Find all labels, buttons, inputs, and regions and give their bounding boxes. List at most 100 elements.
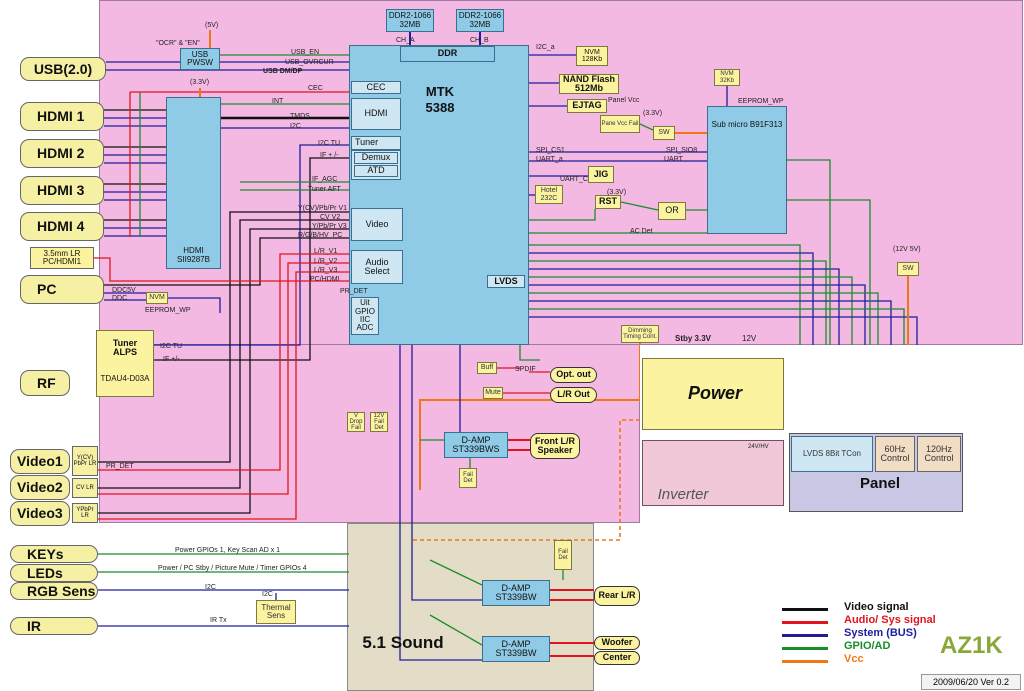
label-power-gpio: Power GPIOs 1, Key Scan AD x 1 bbox=[175, 547, 281, 554]
mute-chip: Mute bbox=[483, 387, 503, 399]
wire-i2c-tu bbox=[154, 144, 349, 346]
label-usb-ovrcur: USB_OVRCUR bbox=[285, 59, 334, 66]
label-eeprom-wp: EEPROM_WP bbox=[145, 307, 191, 314]
legend-vcc-swatch bbox=[782, 660, 828, 663]
label-ocr-en: "OCR" & "EN" bbox=[156, 40, 200, 47]
hotel-232c-chip: Hotel 232C bbox=[535, 185, 563, 204]
legend-system-swatch bbox=[782, 634, 828, 637]
legend-gpio-swatch bbox=[782, 647, 828, 650]
wire-lr-v2 bbox=[98, 262, 349, 495]
label-uart-a: UART_a bbox=[536, 156, 563, 163]
rgb-sensor-input: RGB Sens bbox=[10, 582, 98, 600]
fail-det-front-block: Fail Det bbox=[459, 468, 477, 488]
power-title: Power bbox=[687, 382, 743, 403]
inverter-title: Inverter bbox=[657, 486, 709, 504]
label-33v-hdmi: (3.3V) bbox=[190, 79, 210, 86]
legend-video-swatch bbox=[782, 608, 828, 611]
wire-pc-hdmi bbox=[94, 257, 349, 282]
legend-audio-label: Audio/ Sys signal bbox=[844, 614, 936, 626]
label-12v-5v: (12V 5V) bbox=[893, 246, 921, 253]
label-pr-det: PR_DET bbox=[340, 288, 368, 295]
wire-woofer-bus bbox=[399, 345, 482, 661]
label-5v: (5V) bbox=[205, 22, 219, 29]
dimming-timing-block: Dimming Timing Cont. bbox=[621, 325, 659, 343]
nvm-pc-chip: NVM bbox=[146, 292, 168, 304]
label-if-plus: IF +/- bbox=[163, 356, 180, 363]
label-33v-sw: (3.3V) bbox=[643, 110, 663, 117]
woofer-out: Woofer bbox=[594, 636, 640, 650]
nvm-128kb-chip: NVM 128Kb bbox=[576, 46, 608, 66]
panel-title: Panel bbox=[859, 475, 901, 493]
pc-input: PC bbox=[20, 275, 104, 304]
fail-det-sound-block: Fail Det bbox=[554, 540, 572, 570]
sub-micro-chip: Sub micro B91F313 bbox=[707, 106, 787, 234]
hdmi3-input: HDMI 3 bbox=[20, 176, 104, 205]
ddr-a-chip: DDR2-1066 32MB bbox=[386, 9, 434, 32]
soc-atd-block: ATD bbox=[354, 165, 398, 177]
label-pr-det-video: PR_DET bbox=[106, 463, 134, 470]
video1-input: Video1 bbox=[10, 449, 70, 474]
soc-video-block: Video bbox=[351, 208, 403, 241]
soc-model: 5388 bbox=[425, 100, 455, 116]
legend-gpio-label: GPIO/AD bbox=[844, 640, 891, 652]
front-amp-chip: D-AMP ST339BWS bbox=[444, 432, 508, 458]
label-uart-c: UART_C bbox=[560, 176, 588, 183]
label-lr-v1: L/R_V1 bbox=[314, 248, 338, 255]
audio-35mm-input: 3.5mm LR PC/HDMI1 bbox=[30, 247, 94, 269]
vdrop-fail-block: V Drop Fail bbox=[347, 412, 365, 432]
version-stamp: 2009/06/20 Ver 0.2 bbox=[921, 674, 1021, 690]
label-if: IF + /- bbox=[320, 152, 339, 159]
legend-system-label: System (BUS) bbox=[844, 627, 917, 639]
label-ch-a: CH_A bbox=[396, 37, 415, 44]
sw-switch-12v: SW bbox=[897, 262, 919, 276]
optical-out: Opt. out bbox=[550, 367, 597, 383]
buffer-chip: Buff bbox=[477, 362, 497, 374]
label-panel-vcc: Panel Vcc bbox=[608, 97, 640, 104]
wire-rear-gpio bbox=[429, 559, 483, 586]
label-spi-sio8: SPI_SIO8 bbox=[666, 147, 698, 154]
label-spdif: SPDIF bbox=[515, 366, 536, 373]
video3-input: Video3 bbox=[10, 501, 70, 526]
legend-video-label: Video signal bbox=[844, 601, 909, 613]
woofer-amp-chip: D-AMP ST339BW bbox=[482, 636, 550, 662]
wire-power-audio bbox=[419, 330, 641, 490]
nvm-32kb-chip: NVM 32Kb bbox=[714, 69, 740, 86]
thermal-sensor-chip: Thermal Sens bbox=[256, 600, 296, 624]
wire-video1 bbox=[98, 211, 349, 463]
label-uart: UART bbox=[664, 156, 683, 163]
soc-demux-block: Demux bbox=[354, 152, 398, 164]
wire-sub-panel bbox=[787, 159, 831, 433]
tcon-block: LVDS 8Bit TCon bbox=[791, 436, 873, 472]
label-ac-det: AC Det bbox=[630, 228, 653, 235]
ejtag-port: EJTAG bbox=[567, 99, 607, 113]
wire-video3 bbox=[98, 228, 349, 514]
video1-sub: Y(CV) PbPr LR bbox=[72, 446, 98, 476]
rf-input: RF bbox=[20, 370, 70, 396]
legend-audio-swatch bbox=[782, 621, 828, 624]
hdmi-switch-chip: HDMI SII9287B bbox=[166, 97, 221, 269]
center-out: Center bbox=[594, 651, 640, 665]
ddr-b-chip: DDR2-1066 32MB bbox=[456, 9, 504, 32]
tuner-name: Tuner ALPS bbox=[112, 337, 138, 357]
label-int: INT bbox=[272, 98, 284, 105]
wire-rear-bus bbox=[411, 345, 482, 601]
12v-fail-det-block: 12V Fail Det bbox=[370, 412, 388, 432]
label-ycv: Y(CV)/Pb/Pr V1 bbox=[298, 205, 348, 212]
label-rgb-pc: R/G/B/HV_PC bbox=[298, 232, 343, 239]
main-board-region bbox=[99, 0, 1023, 345]
tuner-model: TDAU4-D03A bbox=[100, 373, 150, 383]
12v-label: 12V bbox=[742, 334, 757, 343]
wire-panel-vcc-fail bbox=[639, 123, 654, 131]
tuner-module bbox=[96, 330, 154, 397]
hdmi4-input: HDMI 4 bbox=[20, 212, 104, 241]
label-tuner-aft: Tuner AFT bbox=[308, 186, 341, 193]
label-i2c: I2C bbox=[290, 123, 301, 130]
wire-video2 bbox=[98, 219, 349, 489]
label-cec: CEC bbox=[308, 85, 323, 92]
label-i2c-tu: I2C TU bbox=[318, 140, 341, 147]
wire-rgb-pc bbox=[104, 237, 349, 286]
label-ypbpr-v3: Y/Pb/Pr V3 bbox=[312, 223, 347, 230]
panel-vcc-fail-block: Pane Vcc Fail bbox=[600, 115, 640, 133]
sound-board-region bbox=[347, 523, 594, 691]
